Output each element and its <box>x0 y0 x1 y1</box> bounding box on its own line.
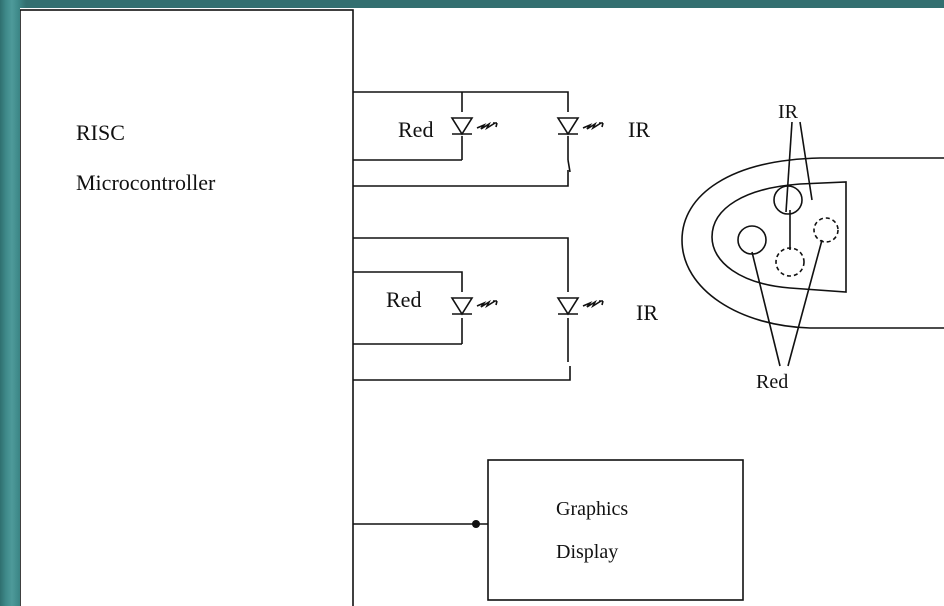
red-led-1-icon <box>450 117 498 136</box>
graphics-display-block <box>487 459 744 601</box>
probe-ir-label: IR <box>778 101 799 123</box>
display-label-2: Display <box>556 541 618 563</box>
red-led-2-label: Red <box>386 287 421 312</box>
pulse-oximeter-block-diagram: RISC Microcontroller Red IR Red IR IR Re… <box>20 9 944 606</box>
red-sensor-2-icon <box>775 247 805 277</box>
red-led-2-icon <box>450 297 498 316</box>
finger-probe <box>681 121 944 367</box>
led-pair-2-circuit <box>353 237 604 381</box>
ir-led-1-label: IR <box>628 117 650 142</box>
ir-led-2-icon <box>556 297 604 316</box>
ir-sensor-2-icon <box>813 217 839 243</box>
red-led-1-label: Red <box>398 117 433 142</box>
ir-led-2-label: IR <box>636 300 658 325</box>
microcontroller-block <box>20 9 354 606</box>
diagram-canvas: RISC Microcontroller Red IR Red IR IR Re… <box>20 8 944 606</box>
controller-label-1: RISC <box>76 120 125 145</box>
connection-dot-icon <box>472 520 480 528</box>
controller-label-2: Microcontroller <box>76 170 216 195</box>
ir-led-1-icon <box>556 117 604 136</box>
probe-red-label: Red <box>756 371 788 393</box>
red-sensor-icon <box>737 225 767 255</box>
led-pair-1-circuit <box>353 91 604 187</box>
display-label-1: Graphics <box>556 498 628 520</box>
